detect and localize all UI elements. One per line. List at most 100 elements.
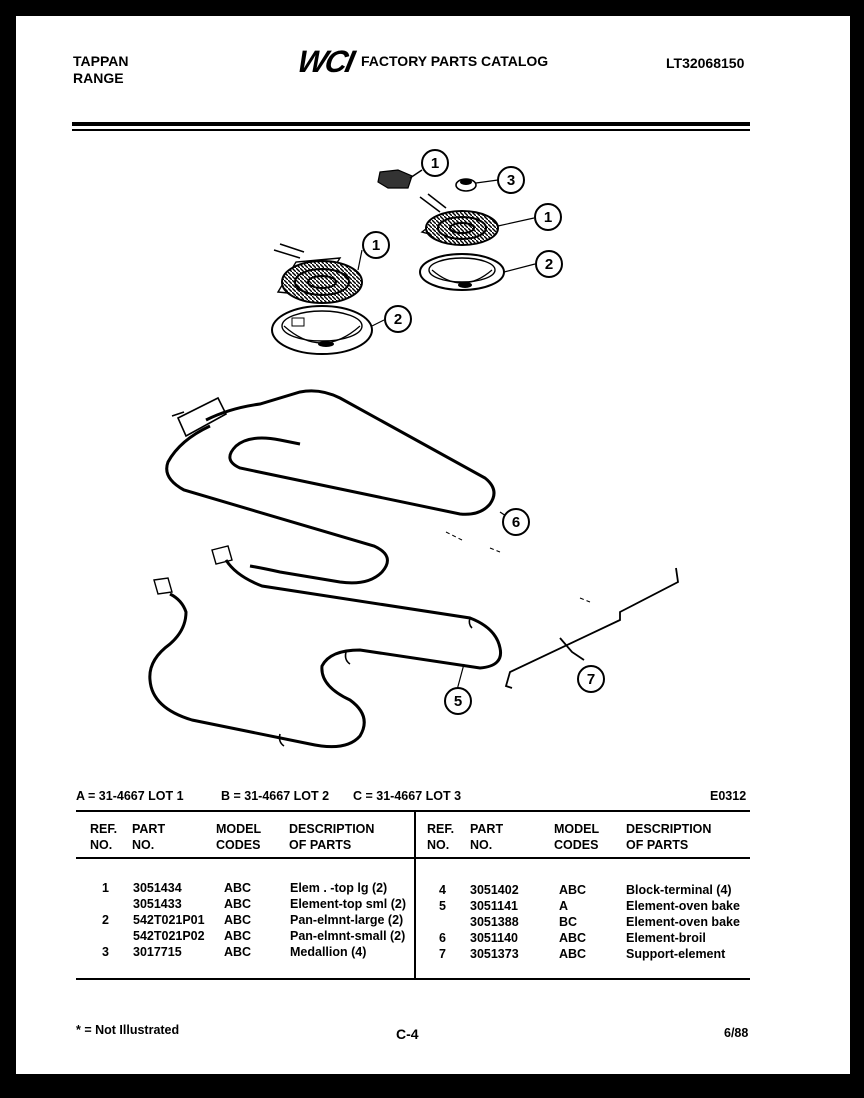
callout-2-left: 2 — [384, 305, 412, 333]
table-cell: ABC — [224, 897, 252, 911]
callout-bubbles: 1 3 1 2 1 2 6 7 5 — [362, 149, 605, 715]
catalog-title: FACTORY PARTS CATALOG — [361, 53, 549, 69]
table-cell: Element-oven bake — [626, 915, 740, 929]
block-terminal-part — [377, 169, 423, 189]
left-part-column: 3051434 3051433 542T021P01 542T021P02 30… — [133, 880, 205, 960]
table-cell: Elem . -top lg (2) — [290, 881, 388, 895]
right-part-column: 3051402 3051141 3051388 3051140 3051373 — [470, 882, 519, 962]
lot-a: A = 31-4667 LOT 1 — [76, 789, 184, 803]
table-cell: A — [559, 899, 569, 913]
table-cell: 2 — [102, 913, 109, 927]
brand-name: TAPPAN — [73, 53, 129, 69]
table-cell — [102, 896, 109, 912]
left-model-column: ABC ABC ABC ABC ABC — [224, 880, 251, 960]
table-cell: 3051373 — [470, 947, 519, 961]
svg-text:1: 1 — [431, 155, 439, 172]
table-cell: 3051140 — [470, 931, 518, 945]
element-top-large-part — [273, 243, 363, 304]
svg-text:1: 1 — [544, 209, 552, 226]
exploded-parts-diagram: 1 3 1 2 1 2 6 7 5 — [148, 149, 679, 749]
table-cell: BC — [559, 915, 578, 929]
table-cell: 7 — [439, 947, 446, 961]
svg-text:3: 3 — [507, 172, 515, 189]
callout-1-right: 1 — [534, 203, 562, 231]
svg-text:6: 6 — [512, 514, 520, 531]
table-cell: 3051433 — [133, 897, 182, 911]
left-ref-column: 1 2 3 — [102, 880, 109, 960]
table-cell — [102, 928, 109, 944]
revision-date: 6/88 — [724, 1026, 749, 1040]
right-desc-column: Block-terminal (4) Element-oven bake Ele… — [626, 882, 740, 962]
callout-4: 1 — [421, 149, 449, 177]
callout-6: 6 — [502, 508, 530, 536]
header-rule-thick — [72, 122, 750, 126]
table-cell: Element-top sml (2) — [290, 897, 406, 911]
table-cell — [439, 914, 446, 930]
element-top-small-part — [419, 193, 535, 246]
table-cell: 5 — [439, 899, 446, 913]
table-cell: 1 — [102, 881, 109, 895]
svg-text:5: 5 — [454, 693, 462, 710]
left-desc-column: Elem . -top lg (2) Element-top sml (2) P… — [290, 880, 406, 960]
header-ref-left: REF.NO. — [90, 822, 118, 852]
bake-element-part — [148, 545, 503, 749]
callout-3: 3 — [497, 166, 525, 194]
svg-text:2: 2 — [394, 311, 402, 328]
table-cell: ABC — [224, 945, 252, 959]
callout-2-right: 2 — [535, 250, 563, 278]
table-header-rule — [76, 857, 750, 859]
table-cell: Medallion (4) — [290, 945, 367, 959]
svg-text:7: 7 — [587, 671, 595, 688]
table-cell: ABC — [224, 881, 252, 895]
table-cell: Element-broil — [626, 931, 706, 945]
svg-text:2: 2 — [545, 256, 553, 273]
table-cell: Pan-elmnt-large (2) — [290, 913, 404, 927]
table-cell: ABC — [224, 913, 252, 927]
table-cell: ABC — [559, 947, 587, 961]
lot-c: C = 31-4667 LOT 3 — [353, 789, 462, 803]
table-cell: Element-oven bake — [626, 899, 740, 913]
catalog-number: LT32068150 — [666, 55, 745, 71]
page-number: C-4 — [396, 1026, 419, 1042]
brand-block: TAPPAN RANGE — [73, 53, 128, 87]
table-cell: ABC — [559, 931, 587, 945]
svg-text:1: 1 — [372, 237, 380, 254]
table-cell: Pan-elmnt-small (2) — [290, 929, 406, 943]
header-ref-right: REF.NO. — [427, 822, 455, 852]
table-cell: 3017715 — [133, 945, 182, 959]
table-cell: Support-element — [626, 947, 726, 961]
table-cell: Block-terminal (4) — [626, 883, 732, 897]
table-cell: 4 — [439, 883, 446, 897]
broil-element-part — [165, 389, 507, 585]
table-cell: 3051434 — [133, 881, 182, 895]
table-cell: 6 — [439, 931, 446, 945]
table-cell: 3 — [102, 945, 109, 959]
table-cell: ABC — [224, 929, 252, 943]
product-type: RANGE — [73, 70, 124, 86]
medallion-part — [455, 178, 499, 192]
callout-1-left: 1 — [362, 231, 390, 259]
table-cell: 542T021P01 — [133, 913, 205, 927]
not-illustrated-note: * = Not Illustrated — [76, 1023, 180, 1037]
callout-7: 7 — [577, 665, 605, 693]
table-cell: 542T021P02 — [133, 929, 205, 943]
table-cell: 3051141 — [470, 899, 518, 913]
support-element-part — [504, 567, 679, 689]
table-center-divider — [414, 812, 416, 978]
catalog-code: E0312 — [710, 789, 747, 803]
right-ref-column: 4 5 6 7 — [439, 882, 446, 962]
table-cell: ABC — [559, 883, 587, 897]
lot-b: B = 31-4667 LOT 2 — [221, 789, 330, 803]
table-bottom-rule — [76, 978, 750, 980]
table-top-rule — [76, 810, 750, 812]
pan-small-part — [419, 253, 536, 291]
callout-5: 5 — [444, 687, 472, 715]
table-cell: 3051402 — [470, 883, 519, 897]
header-rule-thin — [72, 129, 750, 131]
